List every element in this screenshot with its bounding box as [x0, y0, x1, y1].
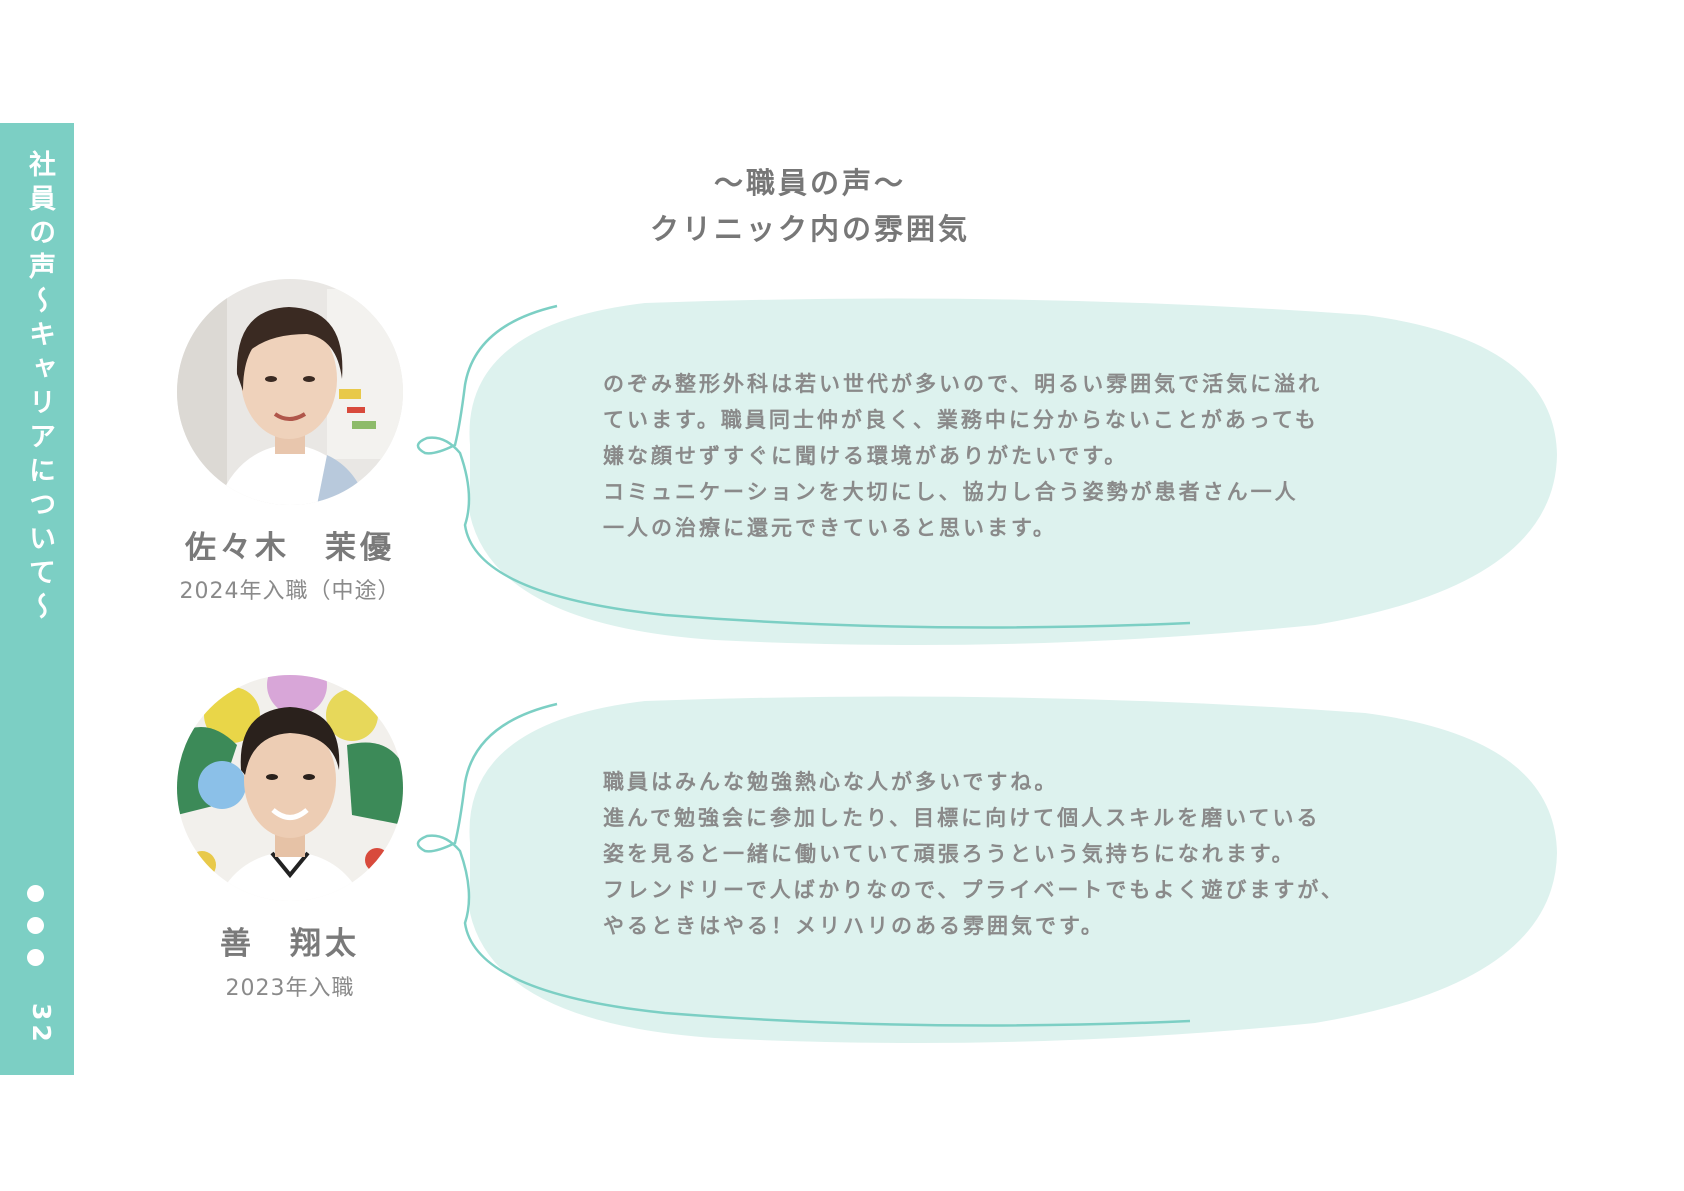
- text-line: のぞみ整形外科は若い世代が多いので、明るい雰囲気で活気に溢れ: [603, 372, 1323, 396]
- dot: [27, 949, 44, 966]
- page-heading: 〜職員の声〜 クリニック内の雰囲気: [600, 160, 1020, 252]
- text-line: フレンドリーで人ばかりなので、プライベートでもよく遊びますが、: [603, 878, 1345, 902]
- text-line: 姿を見ると一緒に働いていて頑張ろうという気持ちになれます。: [603, 842, 1296, 866]
- text-line: 進んで勉強会に参加したり、目標に向けて個人スキルを磨いている: [603, 806, 1321, 830]
- heading-line-2: クリニック内の雰囲気: [649, 212, 970, 246]
- speech-bubble-2: [416, 696, 1557, 1043]
- text-line: 嫌な顔せずすぐに聞ける環境がありがたいです。: [603, 444, 1129, 468]
- text-line: 一人の治療に還元できていると思います。: [603, 516, 1057, 540]
- testimonial-text-1: のぞみ整形外科は若い世代が多いので、明るい雰囲気で活気に溢れ ています。職員同士…: [603, 366, 1322, 546]
- text-line: やるときはやる！メリハリのある雰囲気です。: [603, 914, 1105, 938]
- dot: [27, 885, 44, 902]
- avatar-photo-2: [177, 675, 403, 901]
- text-line: コミュニケーションを大切にし、協力し合う姿勢が患者さん一人: [603, 480, 1299, 504]
- section-title-vertical: 社員の声〜キャリアについて〜: [24, 150, 55, 626]
- testimonial-text-2: 職員はみんな勉強熱心な人が多いですね。 進んで勉強会に参加したり、目標に向けて個…: [603, 764, 1345, 944]
- person-name-2: 善 翔太: [220, 926, 360, 962]
- decorative-dots: [27, 885, 47, 981]
- avatar-photo-1: [177, 279, 403, 505]
- text-line: 職員はみんな勉強熱心な人が多いですね。: [603, 770, 1059, 794]
- person-joined-2: 2023年入職: [225, 976, 355, 1001]
- person-name-1: 佐々木 茉優: [185, 530, 395, 566]
- side-band: [0, 123, 74, 1075]
- speech-bubble-1: [416, 298, 1557, 645]
- text-line: ています。職員同士仲が良く、業務中に分からないことがあっても: [603, 408, 1319, 432]
- heading-line-1: 〜職員の声〜: [713, 166, 906, 200]
- dot: [27, 917, 44, 934]
- page-number: 32: [27, 1003, 56, 1046]
- person-joined-1: 2024年入職（中途）: [179, 579, 401, 604]
